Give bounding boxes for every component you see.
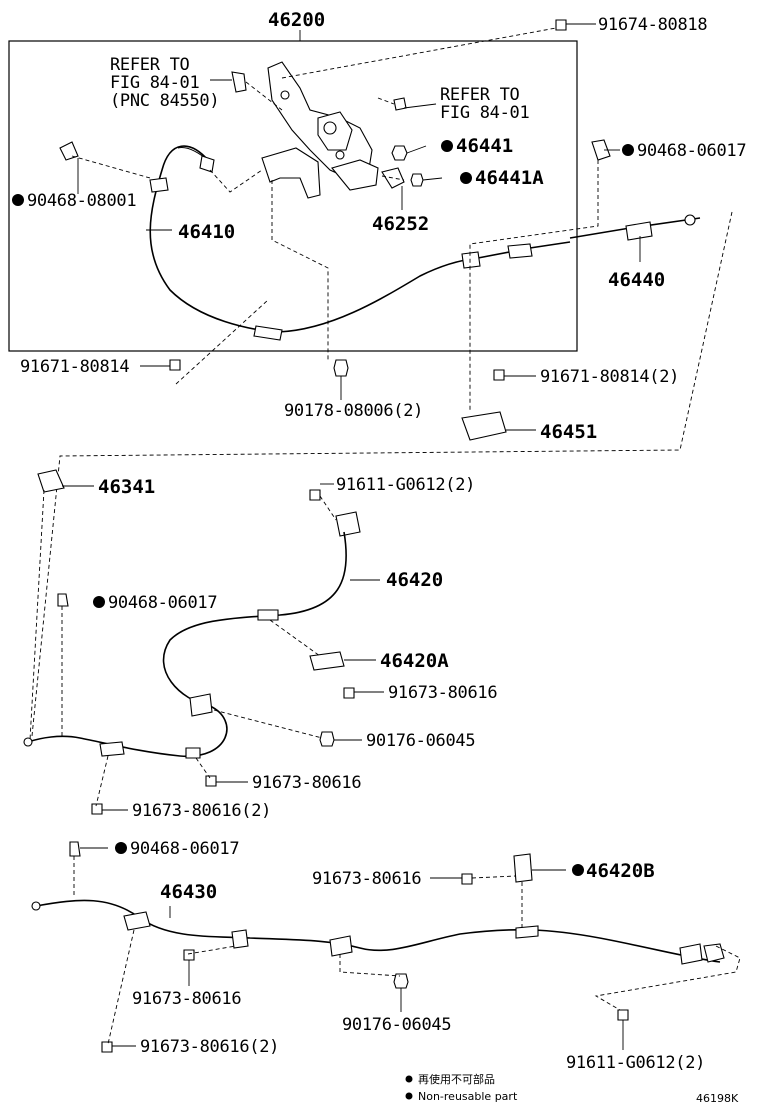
label-46341: 46341 <box>98 476 155 498</box>
legend-line-1: 再使用不可部品 <box>418 1072 495 1086</box>
label-91673-80616-b: 91673-80616 <box>252 773 361 793</box>
non-reusable-marker <box>441 140 453 152</box>
label-91611-g0612-2-a: 91611-G0612(2) <box>336 475 475 495</box>
non-reusable-marker <box>572 864 584 876</box>
label-refer2-line2: FIG 84-01 <box>440 103 529 123</box>
assembly-46200-box <box>8 40 578 352</box>
clip-90468-06017-top <box>591 139 611 161</box>
nut-90176-06045-a <box>319 731 335 747</box>
label-91673-80616-d: 91673-80616 <box>132 989 241 1009</box>
bolt-91671-80814 <box>169 359 181 371</box>
bolt-91673-80616-c <box>461 873 473 885</box>
label-91674-80818: 91674-80818 <box>598 15 707 35</box>
label-90468-08001: 90468-08001 <box>27 191 136 211</box>
label-refer1-line3: (PNC 84550) <box>110 91 219 111</box>
clip-46420b <box>513 853 533 883</box>
label-90468-06017-top: 90468-06017 <box>637 141 746 161</box>
rear-cable-46430 <box>35 899 721 963</box>
bolt-91673-80616-a <box>343 687 355 699</box>
bracket-46451 <box>461 411 507 441</box>
bolt-91674-80818 <box>555 19 567 31</box>
nut-46441a <box>410 173 424 187</box>
label-91673-80616-c: 91673-80616 <box>312 869 421 889</box>
label-91673-80616-a: 91673-80616 <box>388 683 497 703</box>
bolt-91673-80616-2-a <box>91 803 103 815</box>
label-91611-g0612-2-b: 91611-G0612(2) <box>566 1053 705 1073</box>
front-cable-46410 <box>149 145 479 333</box>
label-46441a: 46441A <box>475 167 544 189</box>
label-46420b: 46420B <box>586 860 655 882</box>
label-91671-80814: 91671-80814 <box>20 357 129 377</box>
label-91673-80616-2-a: 91673-80616(2) <box>132 801 271 821</box>
label-refer1-line2: FIG 84-01 <box>110 73 199 93</box>
figure-code: 46198K <box>696 1092 739 1105</box>
clip-46420a <box>309 651 345 671</box>
label-90468-06017-bottom: 90468-06017 <box>130 839 239 859</box>
label-46200: 46200 <box>268 9 325 31</box>
label-46252: 46252 <box>372 213 429 235</box>
label-46441: 46441 <box>456 135 513 157</box>
nut-46441 <box>391 145 408 161</box>
label-46440: 46440 <box>608 269 665 291</box>
parking-brake-lever-assembly <box>231 61 379 199</box>
non-reusable-marker <box>115 842 127 854</box>
label-90176-06045-b: 90176-06045 <box>342 1015 451 1035</box>
label-90468-06017-mid: 90468-06017 <box>108 593 217 613</box>
label-46420: 46420 <box>386 569 443 591</box>
label-refer2-line1: REFER TO <box>440 85 520 105</box>
leader-lines <box>62 23 641 1050</box>
legend-dot <box>405 1075 413 1083</box>
rear-cable-46420 <box>27 531 348 757</box>
bolt-91611-g0612-b <box>617 1009 629 1021</box>
non-reusable-marker <box>622 144 634 156</box>
label-90178-08006-2: 90178-08006(2) <box>284 401 423 421</box>
non-reusable-marker <box>12 194 24 206</box>
nut-90176-06045-b <box>393 973 409 989</box>
bolt-91611-g0612-a <box>309 489 321 501</box>
non-reusable-marker <box>460 172 472 184</box>
non-reusable-marker <box>93 596 105 608</box>
legend-dot <box>405 1092 413 1100</box>
bracket-46341 <box>37 469 65 493</box>
bracket-46252 <box>381 167 405 189</box>
bolt-91673-80616-d <box>183 949 195 961</box>
label-46430: 46430 <box>160 881 217 903</box>
label-91673-80616-2-b: 91673-80616(2) <box>140 1037 279 1057</box>
clip-90468-06017-mid <box>57 593 69 607</box>
clip-90468-08001 <box>59 141 79 161</box>
nut-90178-08006 <box>333 359 349 377</box>
label-91671-80814-2: 91671-80814(2) <box>540 367 679 387</box>
label-46410: 46410 <box>178 221 235 243</box>
label-46420a: 46420A <box>380 650 449 672</box>
label-90176-06045-a: 90176-06045 <box>366 731 475 751</box>
legend-line-2: Non-reusable part <box>418 1090 518 1103</box>
bolt-91673-80616-b <box>205 775 217 787</box>
label-46451: 46451 <box>540 421 597 443</box>
clip-90468-06017-bottom <box>69 841 81 857</box>
label-refer1-line1: REFER TO <box>110 55 190 75</box>
bolt-91673-80616-2-b <box>101 1041 113 1053</box>
bolt-91671-80814-2 <box>493 369 505 381</box>
